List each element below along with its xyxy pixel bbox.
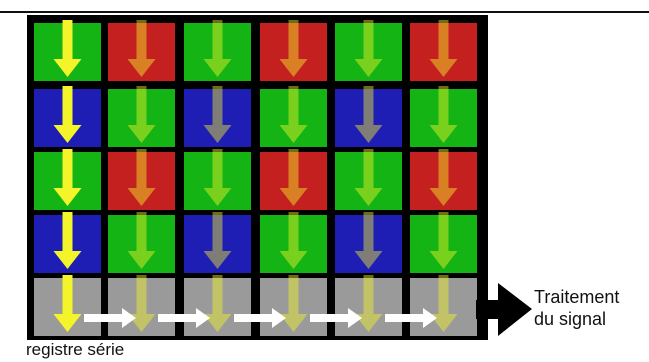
down-arrow [53, 275, 82, 332]
signal-processing-line1: Traitement [534, 287, 620, 307]
down-arrow [203, 212, 232, 269]
pixel-cell-red [410, 152, 477, 210]
down-arrow [354, 149, 383, 206]
register-shift-arrow [158, 308, 210, 328]
down-arrow [279, 20, 308, 77]
down-arrow [127, 212, 156, 269]
down-arrow [203, 149, 232, 206]
down-arrow [53, 212, 82, 269]
top-border-line [0, 11, 649, 13]
signal-processing-line2: du signal [534, 309, 607, 329]
down-arrow [203, 86, 232, 143]
down-arrow [127, 149, 156, 206]
register-cell [410, 278, 477, 336]
pixel-cell-blue [335, 89, 402, 147]
register-shift-arrow [310, 308, 362, 328]
register-cell [108, 278, 175, 336]
register-cell [260, 278, 327, 336]
pixel-cell-blue [184, 89, 251, 147]
register-shift-arrow [84, 308, 136, 328]
down-arrow [354, 20, 383, 77]
pixel-cell-green [335, 23, 402, 81]
register-cell [184, 278, 251, 336]
down-arrow [53, 86, 82, 143]
down-arrow [429, 149, 458, 206]
serial-register-label: registre série [26, 340, 125, 359]
down-arrow [429, 20, 458, 77]
register-cell [335, 278, 402, 336]
down-arrow [279, 212, 308, 269]
pixel-cell-red [410, 23, 477, 81]
down-arrow [354, 212, 383, 269]
pixel-cell-green [184, 152, 251, 210]
pixel-cell-blue [335, 215, 402, 273]
pixel-cell-green [410, 215, 477, 273]
signal-processing-label: Traitement du signal [534, 286, 649, 330]
pixel-cell-red [108, 23, 175, 81]
down-arrow [203, 20, 232, 77]
down-arrow [127, 20, 156, 77]
down-arrow [203, 275, 232, 332]
pixel-cell-blue [184, 215, 251, 273]
register-shift-arrow [234, 308, 286, 328]
down-arrow [53, 20, 82, 77]
pixel-cell-green [108, 215, 175, 273]
pixel-cell-green [184, 23, 251, 81]
pixel-cell-green [260, 215, 327, 273]
pixel-cell-red [108, 152, 175, 210]
down-arrow [354, 86, 383, 143]
down-arrow [429, 212, 458, 269]
down-arrow [279, 149, 308, 206]
pixel-cell-green [108, 89, 175, 147]
pixel-cell-green [410, 89, 477, 147]
down-arrow [429, 86, 458, 143]
pixel-cell-green [260, 89, 327, 147]
down-arrow [279, 86, 308, 143]
down-arrow [279, 275, 308, 332]
register-shift-arrow [385, 308, 437, 328]
down-arrow [127, 86, 156, 143]
pixel-cell-red [260, 152, 327, 210]
signal-output-arrow [476, 283, 532, 336]
pixel-cell-red [260, 23, 327, 81]
down-arrow [53, 149, 82, 206]
pixel-cell-green [335, 152, 402, 210]
